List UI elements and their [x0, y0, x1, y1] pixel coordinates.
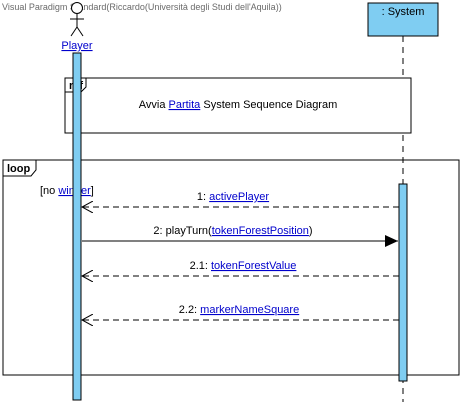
actor-name[interactable]: Player	[61, 40, 93, 52]
message-2-label: 2: playTurn(tokenForestPosition)	[153, 225, 312, 237]
system-activation-bar	[398, 183, 408, 382]
ref-frame-label: Avvia Partita System Sequence Diagram	[139, 99, 338, 111]
loop-frame-tag-box	[2, 159, 37, 177]
message-1-label: 1: activePlayer	[197, 191, 269, 203]
actor-icon[interactable]	[70, 2, 84, 37]
loop-frame-tag: loop	[7, 163, 30, 175]
watermark-text: Visual Paradigm Standard(Riccardo(Univer…	[2, 2, 282, 12]
message-1-link[interactable]: activePlayer	[209, 191, 269, 203]
system-lifeline-head[interactable]	[367, 2, 439, 37]
ref-frame-link[interactable]: Partita	[169, 99, 202, 111]
message-2-1-label: 2.1: tokenForestValue	[190, 260, 297, 272]
message-2-2-label: 2.2: markerNameSquare	[179, 304, 299, 316]
message-2-1-link[interactable]: tokenForestValue	[211, 260, 296, 272]
message-2-2-link[interactable]: markerNameSquare	[200, 304, 299, 316]
system-name: : System	[382, 6, 425, 18]
message-2-arg-link[interactable]: tokenForestPosition	[212, 225, 309, 237]
ref-frame	[64, 77, 412, 134]
loop-guard: [no winner]	[40, 185, 94, 197]
actor-activation-bar	[72, 52, 82, 401]
loop-frame	[2, 159, 460, 376]
